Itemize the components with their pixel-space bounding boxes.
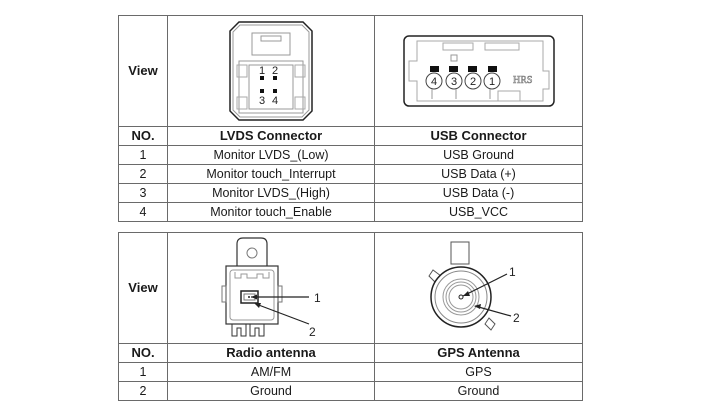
table-header-row: NO. LVDS Connector USB Connector bbox=[118, 126, 583, 146]
pin-no: 1 bbox=[118, 145, 168, 165]
header-no: NO. bbox=[118, 126, 168, 146]
header-radio-antenna: Radio antenna bbox=[167, 343, 375, 363]
header-gps-antenna: GPS Antenna bbox=[374, 343, 583, 363]
view-row: View 1 2 bbox=[118, 232, 583, 344]
radio-callout-2: 2 bbox=[309, 325, 316, 339]
lvds-pin-4: 4 bbox=[272, 95, 278, 107]
connector-table-antenna: View 1 2 bbox=[118, 232, 583, 401]
header-no: NO. bbox=[118, 343, 168, 363]
header-usb: USB Connector bbox=[374, 126, 583, 146]
radio-callout-1: 1 bbox=[314, 291, 321, 305]
gps-antenna-connector-icon: 1 2 bbox=[427, 241, 520, 331]
gps-callout-1: 1 bbox=[509, 265, 516, 279]
table-row: 2 Ground Ground bbox=[118, 381, 583, 401]
gps-signal: GPS bbox=[374, 362, 583, 382]
gps-antenna-view: 1 2 bbox=[374, 232, 583, 344]
view-row: View 1 2 3 4 bbox=[118, 15, 583, 127]
usb-signal: USB Data (-) bbox=[374, 183, 583, 203]
usb-pin-1: 1 bbox=[488, 76, 494, 88]
lvds-pin-1: 1 bbox=[259, 65, 265, 77]
usb-signal: USB Data (+) bbox=[374, 164, 583, 184]
table-row: 4 Monitor touch_Enable USB_VCC bbox=[118, 202, 583, 222]
lvds-connector-icon: 1 2 3 4 bbox=[229, 21, 313, 121]
radio-antenna-connector-icon: 1 2 bbox=[221, 237, 321, 339]
lvds-signal: Monitor touch_Enable bbox=[167, 202, 375, 222]
pin-no: 1 bbox=[118, 362, 168, 382]
table-header-row: NO. Radio antenna GPS Antenna bbox=[118, 343, 583, 363]
table-row: 1 Monitor LVDS_(Low) USB Ground bbox=[118, 145, 583, 165]
radio-antenna-view: 1 2 bbox=[167, 232, 375, 344]
header-lvds: LVDS Connector bbox=[167, 126, 375, 146]
radio-signal: Ground bbox=[167, 381, 375, 401]
usb-connector-view: 4 3 2 1 HRS bbox=[374, 15, 583, 127]
usb-connector-icon: 4 3 2 1 HRS bbox=[402, 35, 555, 107]
lvds-signal: Monitor LVDS_(Low) bbox=[167, 145, 375, 165]
pin-no: 2 bbox=[118, 381, 168, 401]
usb-pin-2: 2 bbox=[469, 76, 475, 88]
usb-pin-4: 4 bbox=[430, 76, 436, 88]
connector-table-lvds-usb: View 1 2 3 4 bbox=[118, 15, 583, 222]
usb-signal: USB_VCC bbox=[374, 202, 583, 222]
pin-no: 4 bbox=[118, 202, 168, 222]
view-label: View bbox=[118, 232, 168, 344]
pin-no: 3 bbox=[118, 183, 168, 203]
lvds-pin-2: 2 bbox=[272, 65, 278, 77]
gps-callout-2: 2 bbox=[513, 311, 520, 325]
lvds-signal: Monitor touch_Interrupt bbox=[167, 164, 375, 184]
pin-no: 2 bbox=[118, 164, 168, 184]
gps-signal: Ground bbox=[374, 381, 583, 401]
table-row: 2 Monitor touch_Interrupt USB Data (+) bbox=[118, 164, 583, 184]
usb-signal: USB Ground bbox=[374, 145, 583, 165]
table-row: 1 AM/FM GPS bbox=[118, 362, 583, 382]
view-label: View bbox=[118, 15, 168, 127]
usb-hrs-logo: HRS bbox=[513, 75, 532, 86]
lvds-connector-view: 1 2 3 4 bbox=[167, 15, 375, 127]
lvds-signal: Monitor LVDS_(High) bbox=[167, 183, 375, 203]
usb-pin-3: 3 bbox=[450, 76, 456, 88]
lvds-pin-3: 3 bbox=[259, 95, 265, 107]
radio-signal: AM/FM bbox=[167, 362, 375, 382]
table-row: 3 Monitor LVDS_(High) USB Data (-) bbox=[118, 183, 583, 203]
